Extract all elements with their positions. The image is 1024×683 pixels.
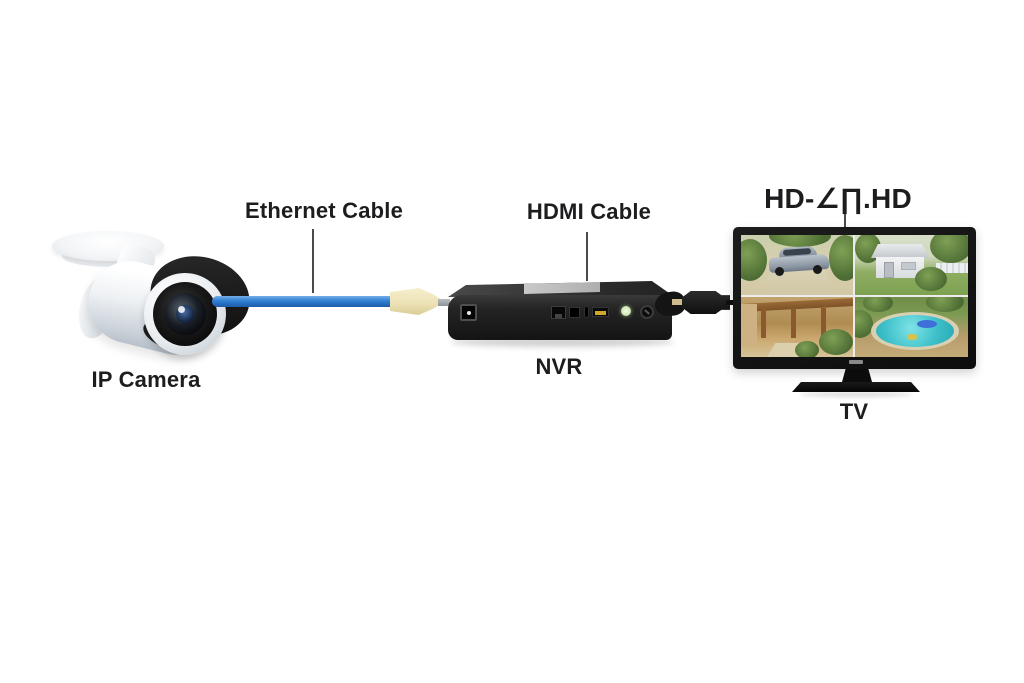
ethernet-leader-line [312,229,314,293]
pool-item-icon [907,334,917,340]
hdmi-leader-line [586,232,588,281]
fence-icon [936,263,968,273]
pergola-beam-icon [741,298,855,312]
nvr-lan-notch [555,314,562,318]
tv-label: TV [839,399,869,424]
camera-lens-glint [178,306,185,313]
bush-icon [795,341,819,357]
house-door-icon [884,262,894,278]
nvr-aux-port [569,307,580,318]
hdmi-plug [682,291,730,314]
hdmi-cord [726,300,738,305]
pool-float-icon [917,320,937,328]
camera-feed-courtyard [741,296,855,357]
car-wheel-icon [775,267,784,276]
tree-icon [930,235,968,263]
nvr-status-led [621,306,631,316]
camera-feed-pool [855,296,968,357]
bush-icon [855,310,873,338]
hedge-icon [769,235,831,247]
nvr-round-port-slash [644,309,650,315]
tv-stand-shadow [800,392,912,397]
house-roof-icon [871,244,929,258]
nvr-label-sticker [524,282,600,294]
nvr-power-pin [467,311,471,315]
ethernet-cable-line [212,296,394,307]
courtyard-wall [741,304,757,346]
rj45-connector [390,288,442,315]
nvr-usb-tongue [595,311,606,315]
ip-camera-label: IP Camera [91,367,201,392]
tv-title-label: HD-∠∏.HD [764,183,912,214]
nvr-slot [584,306,589,318]
car-wheel-icon [813,265,822,274]
nvr-label: NVR [535,354,583,379]
camera-feed-driveway [741,235,855,296]
quad-divider-horizontal [741,295,968,297]
pergola-post-icon [791,308,796,338]
bush-icon [829,235,855,281]
house-window-icon [901,262,916,270]
pergola-post-icon [821,308,826,338]
hdmi-cable-label: HDMI Cable [526,199,652,224]
nvr-shadow [450,337,674,347]
ip-camera-illustration [40,225,258,364]
nvr-lan-port [551,306,566,319]
tv-logo [849,360,863,364]
bush-icon [819,329,853,355]
nvr-power-port [460,304,477,321]
rj45-connector-pin [438,299,450,306]
hdmi-pin [672,299,682,305]
nvr-usb-port [592,307,609,317]
bush-icon [915,267,947,291]
camera-feed-house [855,235,968,296]
ethernet-cable-label: Ethernet Cable [244,198,404,223]
tv-screen [741,235,968,357]
nvr-round-port [640,305,654,319]
pool-icon [876,315,954,347]
pergola-post-icon [761,308,766,338]
bush-icon [863,296,893,312]
tv-stand-neck [842,369,872,382]
tv-illustration [733,227,976,399]
nvr-illustration [440,275,685,353]
tv-title-leader-line [844,214,846,228]
bush-icon [926,296,964,312]
tv-stand-base [792,382,920,392]
bush-icon [741,239,767,281]
